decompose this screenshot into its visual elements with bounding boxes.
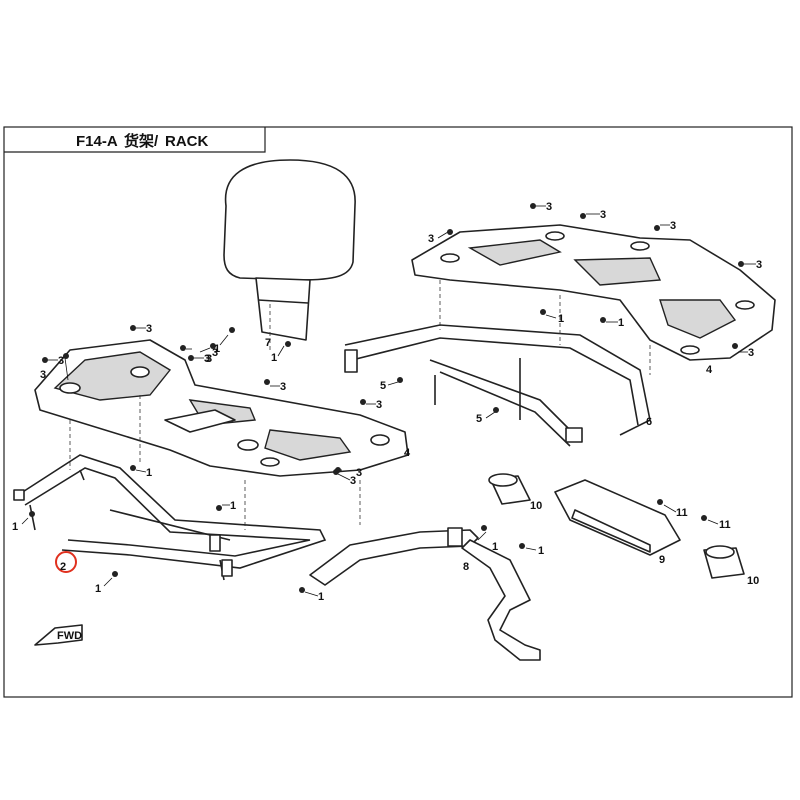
callout-label: 3 bbox=[546, 201, 552, 213]
title-cn: 货架/ bbox=[124, 132, 159, 150]
backrest bbox=[223, 159, 356, 341]
callout-label: 1 bbox=[558, 313, 564, 325]
callout-4-label: 4 bbox=[706, 364, 713, 376]
callout-label: 3 bbox=[600, 209, 606, 221]
rear-rack-frame bbox=[344, 324, 651, 447]
diagram-border bbox=[3, 126, 793, 698]
bracket bbox=[554, 479, 681, 556]
fwd-label: FWD bbox=[57, 630, 82, 642]
highlight-circle bbox=[55, 551, 77, 573]
callout-3: 3 bbox=[130, 323, 152, 335]
callout-label: 3 bbox=[376, 399, 382, 411]
callout-label: 3 bbox=[146, 323, 152, 335]
callout-5: 5 bbox=[476, 407, 499, 425]
callout-label: 3 bbox=[428, 233, 434, 245]
callout-11: 11 bbox=[657, 499, 688, 519]
callout-label: 3 bbox=[356, 467, 362, 479]
callout-7-label: 7 bbox=[265, 337, 271, 349]
callout-8-label: 8 bbox=[463, 561, 469, 573]
callout-4-label: 4 bbox=[404, 447, 411, 459]
callout-3: 3 bbox=[732, 343, 754, 359]
callout-label: 3 bbox=[204, 353, 210, 365]
title-box bbox=[4, 127, 266, 153]
callout-1: 1 bbox=[600, 317, 624, 329]
callout-label: 3 bbox=[58, 355, 64, 367]
callout-3: 3 bbox=[738, 259, 762, 271]
callout-3: 3 bbox=[188, 353, 210, 365]
callout-1: 1 bbox=[540, 309, 564, 325]
spacer-lower bbox=[703, 545, 745, 579]
callout-label: 3 bbox=[748, 347, 754, 359]
callout-label: 3 bbox=[40, 369, 46, 381]
callout-2-label: 2 bbox=[60, 561, 66, 573]
callout-label: 3 bbox=[350, 475, 356, 487]
callout-5: 5 bbox=[380, 377, 403, 392]
title-code: F14-A bbox=[76, 133, 118, 150]
title-en: RACK bbox=[165, 133, 208, 150]
callout-3: 3 bbox=[530, 201, 552, 213]
fwd-arrow: FWD bbox=[34, 624, 83, 646]
callout-label: 1 bbox=[214, 343, 220, 355]
callout-label: 1 bbox=[618, 317, 624, 329]
callout-label: 1 bbox=[230, 500, 236, 512]
callout-10-label: 10 bbox=[530, 500, 542, 512]
callout-label: 1 bbox=[318, 591, 324, 603]
callout-1: 1 bbox=[130, 465, 152, 479]
callout-3: 3 bbox=[428, 229, 453, 245]
callout-label: 5 bbox=[380, 380, 386, 392]
callout-label: 11 bbox=[719, 519, 731, 531]
callout-9-label: 9 bbox=[659, 554, 665, 566]
callout-1: 1 bbox=[216, 500, 236, 512]
callout-1: 1 bbox=[95, 571, 118, 595]
callout-3: 3 bbox=[264, 379, 286, 393]
callout-label: 1 bbox=[271, 352, 277, 364]
callout-3: 3 bbox=[40, 353, 69, 381]
callout-1: 1 bbox=[12, 511, 35, 533]
callout-label: 3 bbox=[206, 353, 212, 365]
diagram-title: F14-A 货架/ RACK bbox=[76, 132, 208, 150]
assembly-guides bbox=[69, 280, 651, 530]
spacer-upper bbox=[488, 473, 531, 505]
callout-label: 5 bbox=[476, 413, 482, 425]
callout-3: 3 bbox=[654, 220, 676, 232]
callout-3: 3 bbox=[199, 343, 216, 365]
callout-labels: 3 3 3 3 3 3 3 3 3 3 3 3 3 3 3 3 1 1 1 1 … bbox=[12, 201, 762, 603]
callout-label: 1 bbox=[95, 583, 101, 595]
callout-label: 11 bbox=[676, 507, 688, 519]
callout-3: 3 bbox=[360, 399, 382, 411]
rear-rack bbox=[411, 224, 776, 361]
callout-label: 1 bbox=[492, 541, 498, 553]
callout-3: 3 bbox=[335, 467, 362, 479]
callout-label: 1 bbox=[12, 521, 18, 533]
callout-1: 1 bbox=[299, 587, 324, 603]
grab-bar bbox=[309, 527, 541, 661]
callout-1: 1 bbox=[477, 525, 498, 553]
callout-1: 1 bbox=[519, 543, 544, 557]
callout-label: 3 bbox=[670, 220, 676, 232]
callout-3: 3 bbox=[180, 345, 218, 359]
callout-label: 3 bbox=[756, 259, 762, 271]
callout-1: 1 bbox=[214, 327, 235, 355]
front-rack-frame bbox=[13, 454, 327, 581]
callout-3: 3 bbox=[42, 355, 64, 367]
callout-label: 3 bbox=[212, 347, 218, 359]
callout-label: 1 bbox=[538, 545, 544, 557]
callout-1: 1 bbox=[271, 341, 291, 364]
callout-6-label: 6 bbox=[646, 416, 652, 428]
front-rack bbox=[34, 339, 409, 477]
callout-label: 1 bbox=[146, 467, 152, 479]
callout-3: 3 bbox=[580, 209, 606, 221]
callout-11: 11 bbox=[701, 515, 731, 531]
callout-label: 3 bbox=[280, 381, 286, 393]
callout-10-label: 10 bbox=[747, 575, 759, 587]
